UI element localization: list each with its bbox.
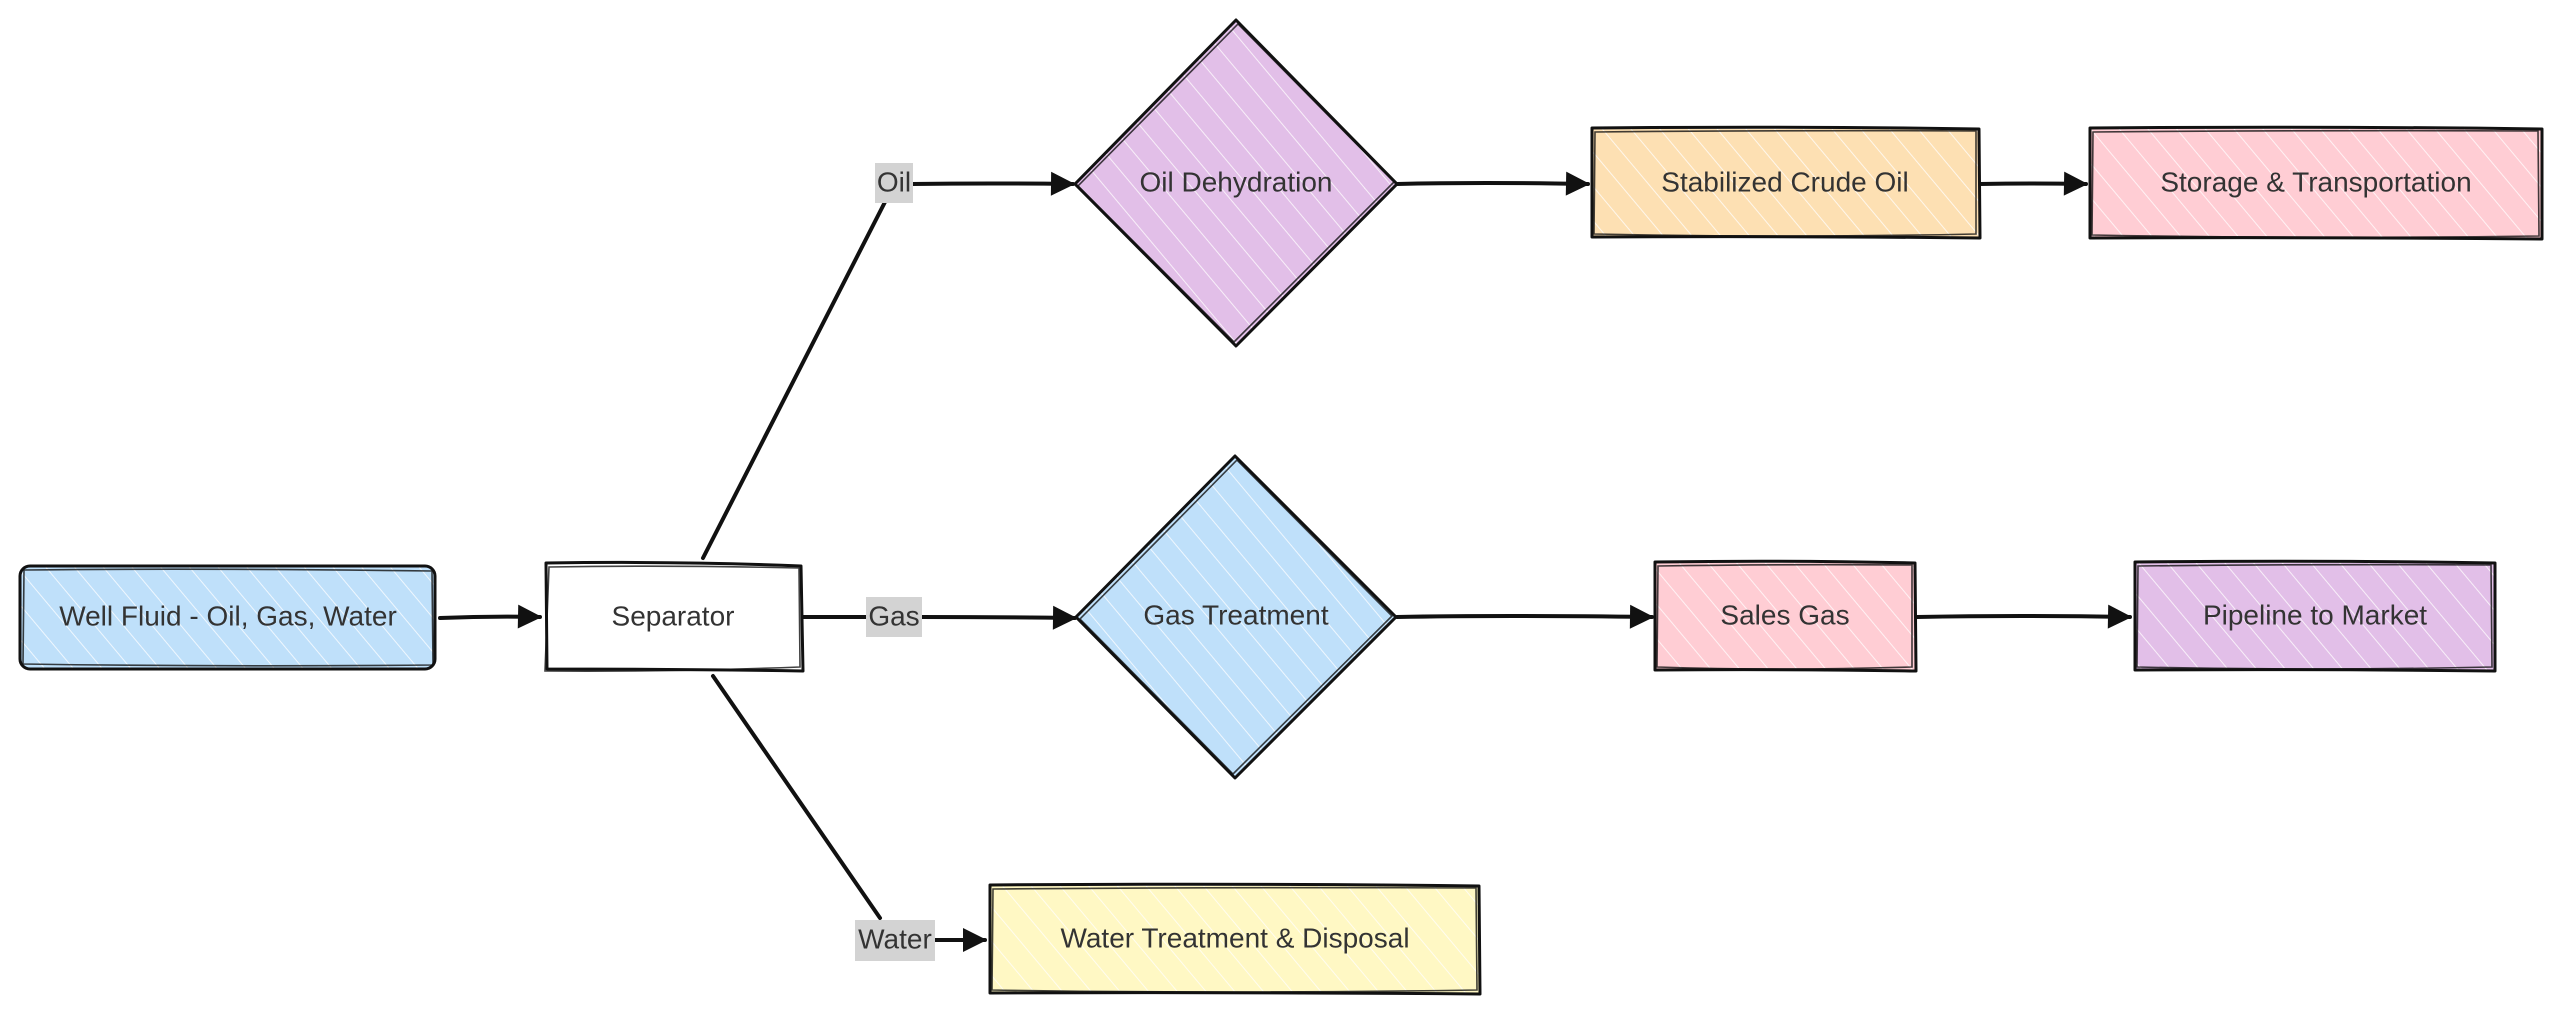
node-storage-transportation-label: Storage & Transportation: [2160, 166, 2471, 197]
edge-label-oil: Oil: [875, 163, 913, 203]
node-water-treatment[interactable]: Water Treatment & Disposal: [988, 882, 1482, 996]
node-oil-dehydration[interactable]: Oil Dehydration: [1073, 18, 1399, 348]
node-stabilized-crude-label: Stabilized Crude Oil: [1661, 166, 1908, 197]
edge-label-oil-text: Oil: [877, 166, 911, 197]
edge-crude-to-storage: [1978, 171, 2088, 196]
edge-label-gas-text: Gas: [868, 600, 919, 631]
edge-dehydration-to-crude: [1395, 171, 1590, 196]
node-gas-treatment-label: Gas Treatment: [1143, 599, 1328, 630]
node-sales-gas[interactable]: Sales Gas: [1653, 559, 1918, 673]
edge-label-gas: Gas: [866, 597, 922, 637]
edge-oil-to-dehydration: [910, 171, 1075, 196]
node-well-fluid[interactable]: Well Fluid - Oil, Gas, Water: [18, 564, 437, 671]
edge-gas-to-treatment: [920, 605, 1077, 630]
node-sales-gas-label: Sales Gas: [1720, 599, 1849, 630]
node-pipeline-market[interactable]: Pipeline to Market: [2133, 559, 2497, 673]
edge-well-to-separator: [438, 604, 542, 629]
edge-separator-to-oil-label: [701, 198, 888, 560]
node-water-treatment-label: Water Treatment & Disposal: [1060, 922, 1409, 953]
edge-gas-treatment-to-sales: [1395, 604, 1654, 629]
node-well-fluid-label: Well Fluid - Oil, Gas, Water: [59, 600, 397, 631]
edge-sales-to-pipeline: [1915, 604, 2132, 629]
node-storage-transportation[interactable]: Storage & Transportation: [2088, 125, 2544, 241]
node-separator[interactable]: Separator: [544, 560, 805, 673]
edge-separator-to-water-label: [711, 674, 882, 920]
edges: [438, 171, 2132, 952]
node-gas-treatment[interactable]: Gas Treatment: [1074, 454, 1398, 780]
node-oil-dehydration-label: Oil Dehydration: [1140, 166, 1333, 197]
node-pipeline-market-label: Pipeline to Market: [2203, 599, 2427, 630]
edge-label-water-text: Water: [858, 923, 932, 954]
node-separator-label: Separator: [612, 600, 735, 631]
edge-label-water: Water: [855, 920, 935, 961]
node-stabilized-crude[interactable]: Stabilized Crude Oil: [1590, 125, 1982, 240]
